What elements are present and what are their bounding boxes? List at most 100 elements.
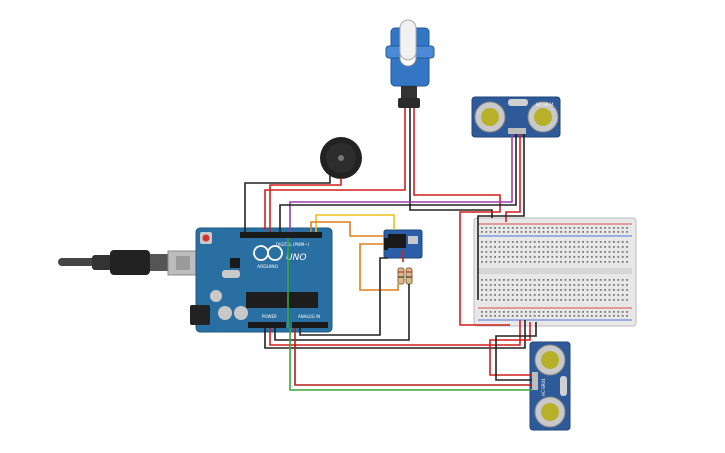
breadboard-hole [569, 251, 571, 253]
breadboard-hole [608, 294, 611, 296]
breadboard-hole [529, 227, 532, 229]
breadboard-hole [551, 289, 554, 291]
breadboard-hole [599, 256, 602, 258]
breadboard-hole [573, 227, 576, 229]
breadboard-hole [551, 279, 554, 281]
breadboard-hole [621, 256, 624, 258]
breadboard-hole [621, 227, 624, 229]
breadboard-hole [529, 256, 532, 258]
breadboard-hole [564, 299, 567, 301]
breadboard-hole [551, 231, 554, 233]
breadboard-hole [555, 256, 558, 258]
breadboard-hole [613, 246, 615, 248]
breadboard-hole [533, 279, 536, 281]
breadboard-hole [595, 227, 598, 229]
breadboard-hole [569, 294, 571, 296]
breadboard-hole [613, 294, 615, 296]
breadboard-hole [608, 289, 611, 291]
breadboard-hole [489, 284, 492, 286]
breadboard-hole [511, 251, 514, 253]
breadboard-hole [485, 251, 488, 253]
breadboard-hole [582, 227, 584, 229]
breadboard-hole [542, 241, 545, 243]
breadboard-hole [538, 256, 540, 258]
sensor-bottom-model-label: HC-SR04 [541, 378, 546, 396]
breadboard-hole [481, 294, 483, 296]
breadboard-hole [591, 279, 593, 281]
breadboard-hole [555, 241, 558, 243]
breadboard-hole [604, 315, 606, 317]
breadboard-hole [591, 246, 593, 248]
breadboard-hole [591, 315, 593, 317]
breadboard-hole [529, 311, 532, 313]
breadboard-hole [538, 261, 540, 263]
breadboard-hole [538, 315, 540, 317]
breadboard-hole [494, 294, 496, 296]
wire-sensor-top-purple [289, 134, 513, 232]
wire-wifi-black [299, 257, 388, 336]
breadboard-hole [489, 246, 492, 248]
breadboard-hole [569, 256, 571, 258]
breadboard-hole [542, 279, 545, 281]
breadboard-hole [573, 241, 576, 243]
breadboard-hole [573, 311, 576, 313]
breadboard-hole [547, 227, 549, 229]
breadboard-hole [516, 289, 518, 291]
breadboard-hole [608, 256, 611, 258]
breadboard-hole [489, 311, 492, 313]
breadboard-hole [507, 227, 510, 229]
breadboard-hole [591, 256, 593, 258]
wire-sensor-top-black [279, 134, 517, 232]
wire-servo-black [409, 108, 493, 218]
breadboard-hole [613, 299, 615, 301]
breadboard-hole [547, 256, 549, 258]
breadboard-hole [525, 299, 527, 301]
breadboard-hole [538, 299, 540, 301]
breadboard-hole [520, 311, 523, 313]
breadboard-hole [621, 279, 624, 281]
breadboard-hole [520, 261, 523, 263]
breadboard-hole [551, 299, 554, 301]
breadboard-hole [621, 261, 624, 263]
breadboard-hole [507, 294, 510, 296]
breadboard-hole [564, 294, 567, 296]
breadboard-holes [481, 227, 628, 317]
arduino-digital-label: DIGITAL (PWM~) [276, 242, 310, 247]
breadboard-hole [582, 241, 584, 243]
breadboard-hole [494, 299, 496, 301]
breadboard-hole [547, 315, 549, 317]
breadboard-hole [547, 279, 549, 281]
breadboard-hole [525, 227, 527, 229]
breadboard-hole [604, 241, 606, 243]
breadboard-hole [481, 241, 483, 243]
breadboard-hole [489, 289, 492, 291]
breadboard-hole [538, 251, 540, 253]
breadboard-hole [494, 256, 496, 258]
breadboard-hole [586, 289, 589, 291]
breadboard-hole [494, 289, 496, 291]
breadboard-hole [551, 246, 554, 248]
breadboard-hole [591, 251, 593, 253]
breadboard-hole [599, 279, 602, 281]
breadboard-hole [582, 289, 584, 291]
breadboard-hole [595, 311, 598, 313]
breadboard-hole [516, 231, 518, 233]
breadboard-hole [604, 311, 606, 313]
breadboard-hole [569, 299, 571, 301]
breadboard-hole [503, 241, 505, 243]
breadboard-hole [520, 294, 523, 296]
breadboard-hole [560, 284, 562, 286]
breadboard-hole [564, 261, 567, 263]
breadboard-hole [529, 241, 532, 243]
breadboard-hole [520, 246, 523, 248]
breadboard-hole [529, 289, 532, 291]
breadboard-hole [604, 246, 606, 248]
breadboard-hole [573, 231, 576, 233]
breadboard-hole [494, 284, 496, 286]
breadboard-hole [573, 251, 576, 253]
breadboard-hole [608, 261, 611, 263]
breadboard-hole [573, 256, 576, 258]
arduino-power-label: POWER [262, 314, 277, 319]
breadboard-hole [547, 284, 549, 286]
breadboard-hole [485, 315, 488, 317]
